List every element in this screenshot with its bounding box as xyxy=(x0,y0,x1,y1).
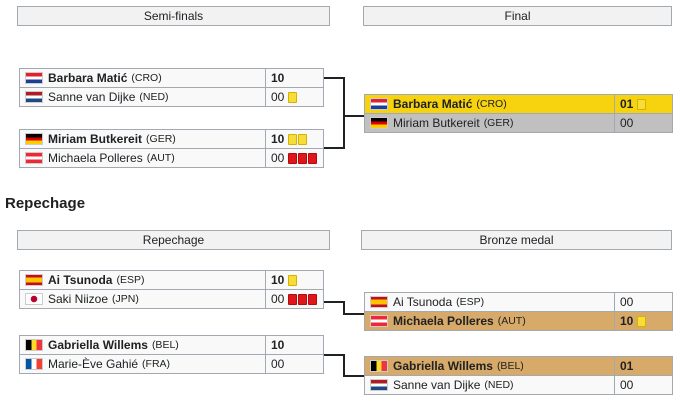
country-code: (GER) xyxy=(483,117,514,129)
competitor-name[interactable]: Sanne van Dijke xyxy=(393,378,481,392)
score-value: 01 xyxy=(620,97,634,111)
country-code: (GER) xyxy=(146,133,176,145)
score-value: 00 xyxy=(620,116,634,130)
header-bronze-medal: Bronze medal xyxy=(361,230,672,250)
yellow-card-icon xyxy=(637,315,647,327)
competitor-name[interactable]: Gabriella Willems xyxy=(393,359,493,373)
flag-netherlands-icon xyxy=(370,379,388,391)
country-code: (CRO) xyxy=(131,72,162,84)
flag-croatia-icon xyxy=(370,98,388,110)
flag-spain-icon xyxy=(25,274,43,286)
competitor-row: Gabriella Willems(BEL) 10 xyxy=(19,335,324,355)
flag-croatia-icon xyxy=(25,72,43,84)
flag-austria-icon xyxy=(370,315,388,327)
competitor-name[interactable]: Michaela Polleres xyxy=(48,151,143,165)
red-card-icon xyxy=(308,293,318,305)
flag-belgium-icon xyxy=(370,360,388,372)
flag-germany-icon xyxy=(370,117,388,129)
match-semifinal-2: Miriam Butkereit(GER) 10 Michaela Poller… xyxy=(19,129,324,168)
red-card-icon xyxy=(288,293,298,305)
competitor-row: Ai Tsunoda(ESP) 00 xyxy=(364,292,673,312)
flag-japan-icon xyxy=(25,293,43,305)
flag-belgium-icon xyxy=(25,339,43,351)
score-value: 00 xyxy=(271,90,285,104)
flag-france-icon xyxy=(25,358,43,370)
competitor-name[interactable]: Michaela Polleres xyxy=(393,314,494,328)
country-code: (BEL) xyxy=(151,339,179,351)
flag-spain-icon xyxy=(370,296,388,308)
header-final: Final xyxy=(363,6,672,26)
competitor-row-bronze: Michaela Polleres(AUT) 10 xyxy=(364,311,673,331)
connector-semifinal1 xyxy=(324,77,345,149)
red-card-icon xyxy=(298,293,308,305)
competitor-name[interactable]: Barbara Matić xyxy=(393,97,473,111)
competitor-row: Saki Niizoe(JPN) 00 xyxy=(19,289,324,309)
score-value: 00 xyxy=(271,357,285,371)
country-code: (NED) xyxy=(139,91,169,103)
competitor-row-bronze: Gabriella Willems(BEL) 01 xyxy=(364,356,673,376)
competitor-name[interactable]: Sanne van Dijke xyxy=(48,90,136,104)
competitor-row: Miriam Butkereit(GER) 10 xyxy=(19,129,324,149)
score-value: 10 xyxy=(271,71,285,85)
match-repechage-1: Ai Tsunoda(ESP) 10 Saki Niizoe(JPN) 00 xyxy=(19,270,324,309)
competitor-row: Marie-Ève Gahié(FRA) 00 xyxy=(19,354,324,374)
competitor-row: Michaela Polleres(AUT) 00 xyxy=(19,148,324,168)
competitor-name[interactable]: Gabriella Willems xyxy=(48,338,148,352)
flag-germany-icon xyxy=(25,133,43,145)
country-code: (FRA) xyxy=(142,358,171,370)
country-code: (ESP) xyxy=(456,296,485,308)
country-code: (AUT) xyxy=(497,315,526,327)
country-code: (AUT) xyxy=(146,152,175,164)
yellow-card-icon xyxy=(298,133,308,145)
score-value: 00 xyxy=(271,292,285,306)
red-card-icon xyxy=(308,152,318,164)
competitor-row-gold: Barbara Matić(CRO) 01 xyxy=(364,94,673,114)
connector-repechage2 xyxy=(324,354,364,377)
connector-repechage1 xyxy=(324,301,364,315)
competitor-name[interactable]: Miriam Butkereit xyxy=(48,132,143,146)
score-value: 00 xyxy=(620,295,634,309)
header-semifinals: Semi-finals xyxy=(17,6,330,26)
score-value: 10 xyxy=(271,338,285,352)
competitor-name[interactable]: Saki Niizoe xyxy=(48,292,109,306)
country-code: (CRO) xyxy=(476,98,507,110)
score-value: 00 xyxy=(620,378,634,392)
match-bronze-2: Gabriella Willems(BEL) 01 Sanne van Dijk… xyxy=(364,356,673,395)
section-title-repechage: Repechage xyxy=(5,195,86,212)
score-value: 01 xyxy=(620,359,634,373)
competitor-row: Barbara Matić(CRO) 10 xyxy=(19,68,324,88)
header-repechage: Repechage xyxy=(17,230,330,250)
match-repechage-2: Gabriella Willems(BEL) 10 Marie-Ève Gahi… xyxy=(19,335,324,374)
competitor-name[interactable]: Miriam Butkereit xyxy=(393,116,480,130)
flag-austria-icon xyxy=(25,152,43,164)
score-value: 10 xyxy=(271,132,285,146)
match-final: Barbara Matić(CRO) 01 Miriam Butkereit(G… xyxy=(364,94,673,133)
red-card-icon xyxy=(288,152,298,164)
competitor-row: Sanne van Dijke(NED) 00 xyxy=(364,375,673,395)
competitor-row: Ai Tsunoda(ESP) 10 xyxy=(19,270,324,290)
competitor-name[interactable]: Marie-Ève Gahié xyxy=(48,357,139,371)
score-value: 10 xyxy=(271,273,285,287)
score-value: 10 xyxy=(620,314,634,328)
competitor-name[interactable]: Barbara Matić xyxy=(48,71,128,85)
competitor-name[interactable]: Ai Tsunoda xyxy=(393,295,453,309)
yellow-card-icon xyxy=(288,133,298,145)
score-value: 00 xyxy=(271,151,285,165)
yellow-card-icon xyxy=(288,274,298,286)
country-code: (NED) xyxy=(484,379,514,391)
competitor-row: Sanne van Dijke(NED) 00 xyxy=(19,87,324,107)
competitor-row-silver: Miriam Butkereit(GER) 00 xyxy=(364,113,673,133)
country-code: (JPN) xyxy=(112,293,139,305)
country-code: (BEL) xyxy=(496,360,524,372)
country-code: (ESP) xyxy=(116,274,145,286)
competitor-name[interactable]: Ai Tsunoda xyxy=(48,273,113,287)
match-bronze-1: Ai Tsunoda(ESP) 00 Michaela Polleres(AUT… xyxy=(364,292,673,331)
flag-netherlands-icon xyxy=(25,91,43,103)
red-card-icon xyxy=(298,152,308,164)
yellow-card-icon xyxy=(288,91,298,103)
yellow-card-icon xyxy=(637,98,647,110)
match-semifinal-1: Barbara Matić(CRO) 10 Sanne van Dijke(NE… xyxy=(19,68,324,107)
